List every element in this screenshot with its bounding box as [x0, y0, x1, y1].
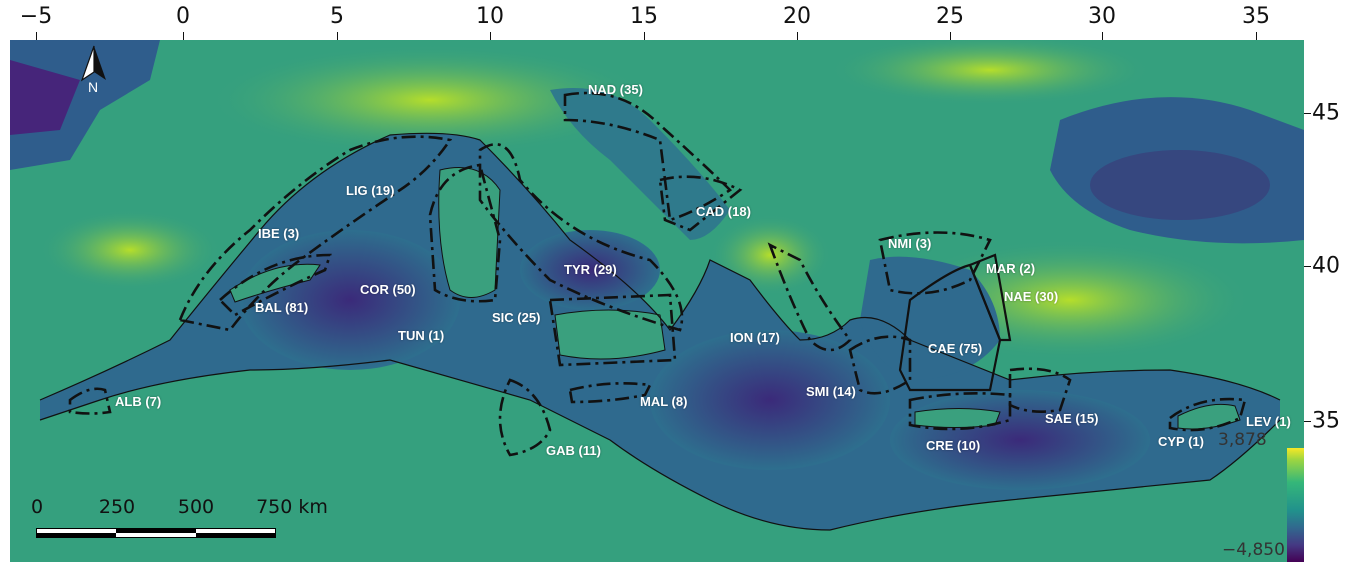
nae-boundary [968, 253, 1012, 342]
legend-min-value: −4,850 [1222, 540, 1285, 560]
coastline-south [39, 359, 1281, 531]
zone-boundaries [68, 91, 1247, 457]
nmi-boundary [878, 231, 992, 295]
map-frame[interactable] [10, 40, 1304, 562]
smi-boundary [848, 335, 912, 395]
zone-label: CAE (75) [928, 341, 983, 356]
longitude-tick-label: −5 [19, 4, 53, 29]
zone-label: TUN (1) [398, 328, 445, 343]
longitude-tick-mark [337, 32, 338, 40]
tyrrhenian-basin [520, 230, 660, 310]
scale-seg-1 [37, 533, 116, 537]
aegean-sea [860, 256, 1000, 380]
longitude-tick-mark [644, 32, 645, 40]
scale-seg-2 [116, 529, 196, 533]
gab-boundary [498, 378, 552, 457]
zone-label: CYP (1) [1158, 434, 1204, 449]
cyprus [1177, 403, 1241, 430]
zone-label: SMI (14) [806, 384, 856, 399]
iberia-highland [40, 210, 220, 290]
longitude-tick-mark [797, 32, 798, 40]
zone-label: ALB (7) [115, 394, 162, 409]
scale-bar [36, 528, 276, 538]
zone-label: SAE (15) [1045, 411, 1099, 426]
crete [914, 408, 1001, 428]
scale-bar-label: 250 [98, 496, 136, 518]
longitude-tick-label: 5 [330, 4, 344, 29]
sicily [554, 309, 666, 360]
atlantic-deep [10, 60, 80, 135]
longitude-tick-mark [36, 32, 37, 40]
longitude-tick-label: 20 [783, 4, 811, 29]
longitude-tick-label: 25 [936, 4, 964, 29]
zone-label: GAB (11) [546, 443, 601, 458]
zone-label: ION (17) [730, 330, 780, 345]
zone-label: TYR (29) [564, 262, 617, 277]
longitude-tick-mark [1256, 32, 1257, 40]
scale-bar-label: 750 km [256, 496, 328, 518]
corsica-sardinia [438, 167, 501, 298]
nad-boundary [563, 91, 733, 222]
mal-boundary [568, 382, 652, 404]
latitude-tick-label: 40 [1312, 253, 1340, 279]
longitude-tick-label: 10 [476, 4, 504, 29]
zone-label: COR (50) [360, 282, 416, 297]
bal-boundary [218, 253, 332, 317]
sae-boundary [1008, 367, 1072, 413]
cre-boundary [908, 392, 1012, 431]
longitude-tick-mark [950, 32, 951, 40]
cyp-boundary [1168, 397, 1247, 432]
north-highland [830, 40, 1150, 105]
longitude-tick-mark [183, 32, 184, 40]
tyr-boundary [478, 143, 684, 332]
zone-label: NAD (35) [588, 82, 643, 97]
zone-label: BAL (81) [255, 300, 309, 315]
zone-label: MAL (8) [640, 394, 688, 409]
longitude-tick-label: 0 [176, 4, 190, 29]
cor-boundary [428, 163, 502, 303]
aegean-boundaries [898, 253, 1012, 392]
zone-label: MAR (2) [986, 261, 1036, 276]
black-sea-deep [1090, 150, 1270, 220]
zone-label: NMI (3) [888, 236, 932, 251]
zone-label: CRE (10) [926, 438, 981, 453]
adriatic-sea [550, 88, 730, 240]
latitude-tick-label: 35 [1312, 408, 1340, 434]
zone-label: SIC (25) [492, 310, 541, 325]
zone-label: NAE (30) [1004, 289, 1059, 304]
cae-boundary [898, 263, 1002, 392]
longitude-tick-mark [1102, 32, 1103, 40]
longitude-tick-label: 30 [1088, 4, 1116, 29]
latitude-tick-mark [1304, 266, 1311, 267]
zone-label: LIG (19) [346, 183, 395, 198]
ibe-boundary [178, 135, 453, 332]
ionian-basin [650, 330, 890, 470]
bathymetry-map [10, 40, 1304, 562]
north-arrow-icon: N [76, 44, 112, 100]
cad-boundary [658, 175, 743, 232]
longitude-tick-mark [490, 32, 491, 40]
latitude-tick-label: 45 [1312, 100, 1340, 126]
legend-max-value: 3,878 [1218, 430, 1267, 450]
latitude-tick-mark [1304, 113, 1311, 114]
elevation-legend-ramp [1287, 448, 1304, 562]
zone-label: IBE (3) [258, 226, 300, 241]
latitude-tick-mark [1304, 421, 1311, 422]
zone-label: LEV (1) [1246, 414, 1291, 429]
scale-seg-3 [196, 533, 275, 537]
north-label: N [88, 79, 99, 95]
longitude-tick-label: 15 [630, 4, 658, 29]
longitude-tick-label: 35 [1242, 4, 1270, 29]
scale-bar-label: 0 [30, 496, 44, 518]
balearic-islands [229, 263, 321, 303]
scale-bar-label: 500 [177, 496, 215, 518]
zone-label: CAD (18) [696, 204, 751, 219]
alb-boundary [68, 387, 112, 415]
alps-highland [210, 45, 650, 155]
